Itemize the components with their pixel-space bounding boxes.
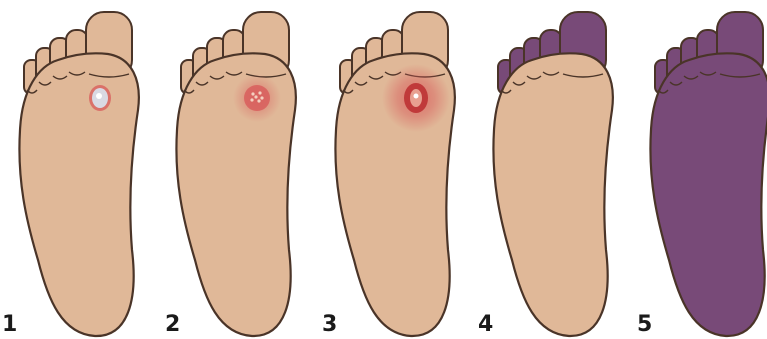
stage-number-label: 2: [165, 312, 180, 337]
foot-group: [335, 12, 454, 336]
sole-shape: [493, 53, 612, 336]
stage-panel-3: 3: [316, 0, 476, 339]
granulation-dot: [258, 91, 261, 94]
stage-panel-5: 5: [631, 0, 767, 339]
foot-illustration-5: [631, 0, 767, 339]
ulcer-highlight: [96, 93, 102, 99]
ulcer-highlight: [414, 94, 419, 99]
granulation-dot: [254, 95, 257, 98]
sole-shape: [19, 53, 138, 336]
stage-panel-4: 4: [474, 0, 634, 339]
granulation-dot: [251, 92, 254, 95]
granulation-dot: [260, 96, 263, 99]
granulation-dot: [257, 99, 260, 102]
foot-illustration-3: [316, 0, 476, 339]
foot-group: [176, 12, 295, 336]
foot-illustration-1: [0, 0, 160, 339]
foot-illustration-2: [157, 0, 317, 339]
foot-group: [493, 12, 612, 336]
sole-shape: [650, 53, 767, 336]
foot-illustration-4: [474, 0, 634, 339]
foot-group: [19, 12, 138, 336]
stage-panel-2: 2: [157, 0, 317, 339]
stage-panel-1: 1: [0, 0, 160, 339]
stage-number-label: 5: [637, 312, 652, 337]
stage-number-label: 1: [2, 312, 17, 337]
foot-group: [650, 12, 767, 336]
stage-number-label: 4: [478, 312, 493, 337]
granulation-dot: [250, 98, 253, 101]
stage-number-label: 3: [322, 312, 337, 337]
